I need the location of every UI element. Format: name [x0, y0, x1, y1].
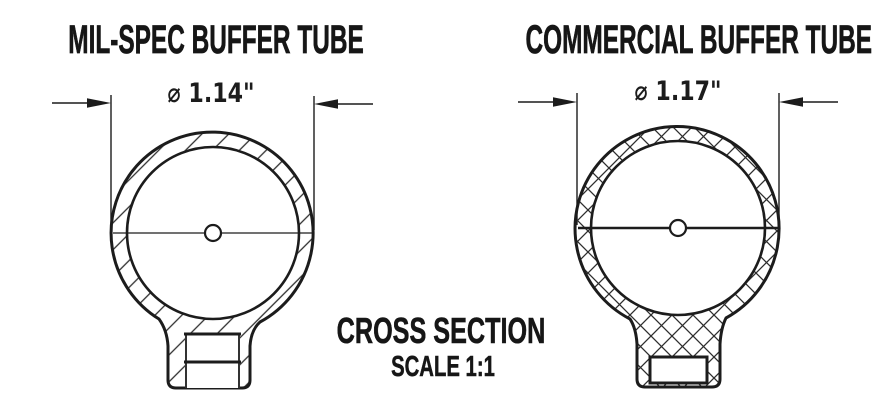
commercial-diameter-label: ⌀ 1.17" — [634, 76, 722, 107]
commercial-title: COMMERCIAL BUFFER TUBE — [525, 18, 873, 62]
commercial-section-view — [518, 93, 838, 389]
milspec-section-view — [52, 95, 373, 390]
milspec-center-mark — [203, 223, 223, 243]
milspec-title: MIL-SPEC BUFFER TUBE — [68, 18, 364, 62]
caption-scale: SCALE 1:1 — [391, 351, 495, 383]
commercial-stem-slot — [648, 355, 709, 385]
milspec-stem-slot — [184, 332, 241, 388]
arrowhead-left-icon — [779, 97, 803, 107]
arrowhead-right-icon — [87, 98, 111, 108]
caption-cross-section: CROSS SECTION — [336, 310, 546, 351]
milspec-diameter-label: ⌀ 1.14" — [167, 78, 255, 109]
commercial-center-mark — [668, 218, 688, 238]
milspec-dimension-annotation — [52, 95, 373, 230]
arrowhead-right-icon — [553, 97, 577, 107]
arrowhead-left-icon — [314, 99, 338, 109]
